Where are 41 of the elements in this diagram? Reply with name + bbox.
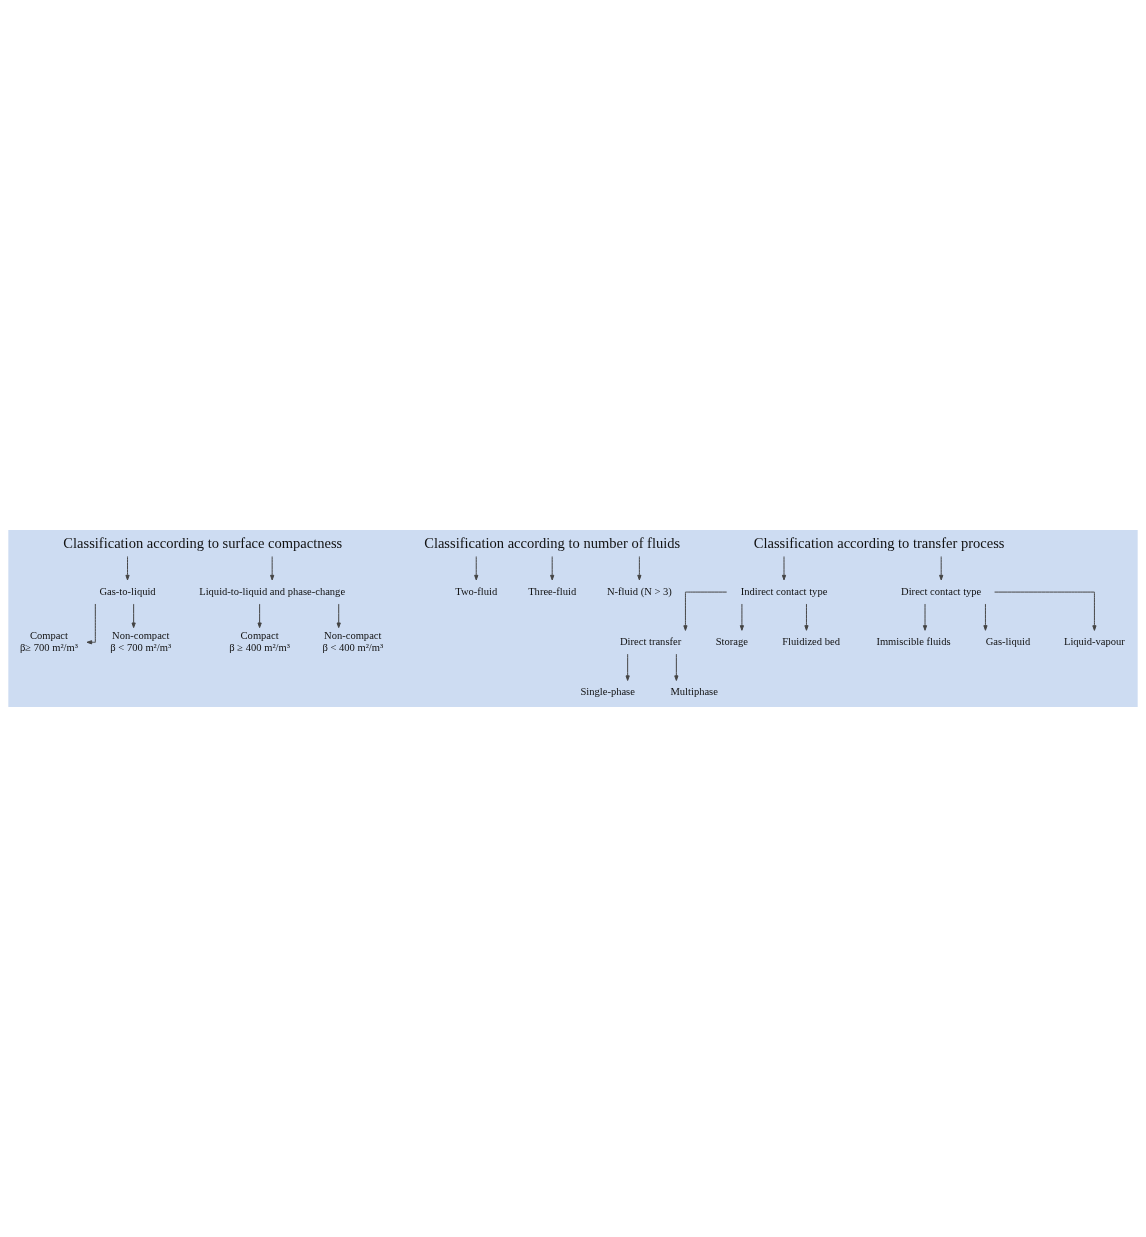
arrow	[336, 603, 341, 629]
node-text: Indirect contact type	[740, 585, 828, 597]
node-text: Liquid-vapour	[1063, 635, 1125, 647]
node-text: Three-fluid	[528, 585, 577, 597]
arrow	[625, 653, 630, 681]
node-text: Non-compact β < 400 m²/m³	[322, 629, 384, 653]
arrow	[804, 603, 809, 631]
node-text: Classification according to number of fluids	[424, 535, 681, 552]
arrow	[683, 591, 728, 631]
node-text: N-fluid (N > 3)	[606, 585, 672, 597]
node-text: Two-fluid	[455, 585, 498, 597]
node-text: Compact β ≥ 400 m²/m³	[229, 629, 290, 653]
arrow	[125, 556, 130, 581]
node-text: Single-phase	[580, 685, 635, 697]
node-text: Multiphase	[670, 685, 718, 697]
arrow	[257, 603, 262, 629]
node-text: Gas-liquid	[985, 635, 1031, 647]
arrow	[781, 556, 787, 581]
node-text: Direct transfer	[620, 635, 682, 647]
node-text: Direct contact type	[901, 585, 982, 597]
arrow	[474, 556, 479, 581]
arrow	[270, 556, 275, 581]
node-text: Fluidized bed	[782, 635, 840, 647]
node-text: Immiscible fluids	[876, 635, 951, 647]
node-text: Compact β≥ 700 m²/m³	[19, 629, 78, 653]
node-text: Storage	[715, 635, 748, 647]
arrow	[994, 591, 1097, 631]
node-text: Classification according to surface compactness	[63, 535, 343, 552]
node-text: Liquid-to-liquid and phase-change	[199, 585, 346, 597]
arrow	[131, 603, 136, 629]
arrow	[939, 556, 944, 581]
arrow	[637, 556, 642, 581]
node-text: Non-compact β < 700 m²/m³	[110, 629, 172, 653]
arrow	[983, 603, 988, 631]
arrow	[674, 653, 679, 681]
arrow	[739, 603, 745, 631]
arrow	[922, 603, 928, 631]
node-text: Classification according to transfer process	[753, 535, 1005, 552]
node-text: Gas-to-liquid	[99, 585, 156, 597]
arrow	[550, 556, 555, 581]
arrow	[86, 603, 96, 645]
